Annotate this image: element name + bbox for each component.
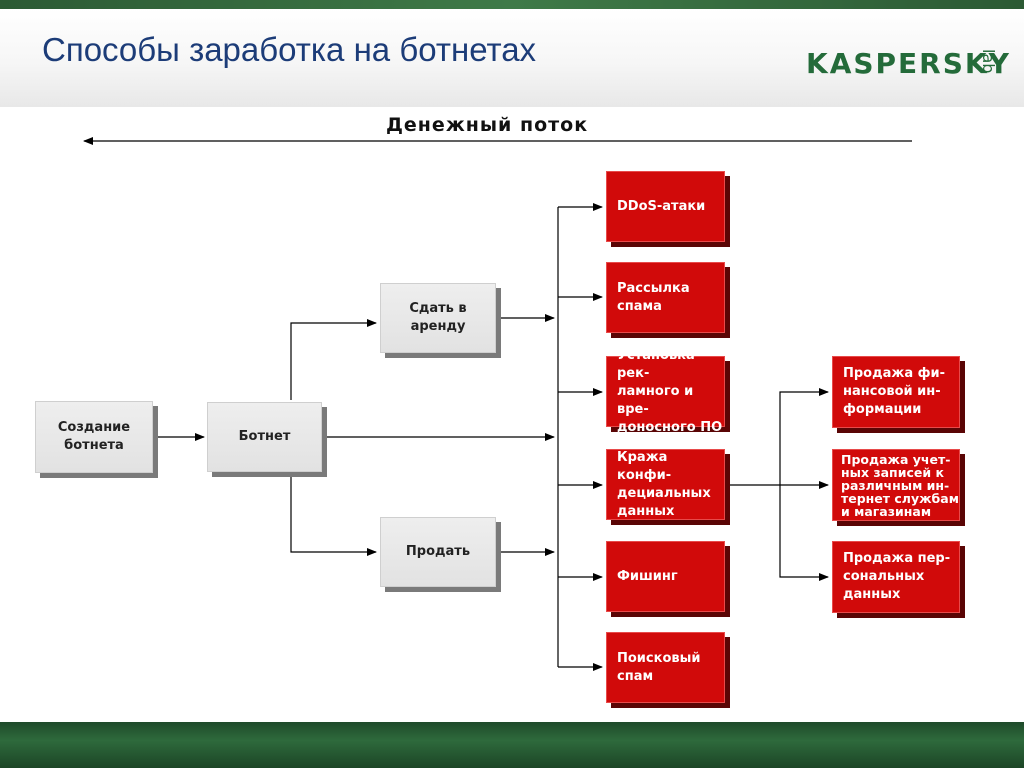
- top-accent-strip: [0, 0, 1024, 9]
- page-title: Способы заработка на ботнетах: [42, 31, 537, 68]
- node-rent: Сдать в аренду: [380, 283, 496, 353]
- node-data-theft-label: Кража конфи- дециальных данных: [617, 449, 711, 519]
- node-financial-sale: Продажа фи- нансовой ин- формации: [832, 356, 960, 428]
- node-accounts-sale: Продажа учет- ных записей к различным ин…: [832, 449, 960, 521]
- node-sell: Продать: [380, 517, 496, 587]
- arrow-theft-financial: [779, 388, 829, 485]
- node-search-spam-label: Поисковый спам: [617, 650, 701, 684]
- node-spam: Рассылка спама: [606, 262, 725, 333]
- node-financial-sale-label: Продажа фи- нансовой ин- формации: [843, 366, 946, 417]
- node-botnet: Ботнет: [207, 402, 322, 472]
- node-accounts-sale-label: Продажа учет- ных записей к различным ин…: [841, 451, 959, 519]
- arrow-botnet-rent: [290, 319, 377, 400]
- node-spam-label: Рассылка спама: [617, 280, 690, 314]
- node-create-botnet: Создание ботнета: [35, 401, 153, 473]
- node-rent-label: Сдать в аренду: [409, 301, 467, 334]
- footer-edge: [0, 716, 1024, 722]
- node-botnet-label: Ботнет: [238, 429, 291, 444]
- money-flow-label: Денежный поток: [386, 114, 589, 136]
- node-search-spam: Поисковый спам: [606, 632, 725, 703]
- node-adware: Установка рек- ламного и вре- доносного …: [606, 348, 725, 435]
- arrow-botnet-sell: [290, 475, 377, 556]
- node-ddos-label: DDoS-атаки: [617, 198, 706, 214]
- node-ddos: DDoS-атаки: [606, 171, 725, 242]
- node-sell-label: Продать: [405, 544, 471, 559]
- slide-footer: [0, 722, 1024, 768]
- node-phishing-label: Фишинг: [617, 568, 678, 584]
- logo-wordmark: KASPERSKY: [806, 47, 1011, 80]
- arrow-theft-personal: [779, 485, 829, 581]
- node-phishing: Фишинг: [606, 541, 725, 612]
- node-personal-sale-label: Продажа пер- сональных данных: [843, 551, 951, 602]
- node-data-theft: Кража конфи- дециальных данных: [606, 449, 725, 520]
- slide-header: Способы заработка на ботнетах KASPERSKY …: [0, 9, 1024, 107]
- node-personal-sale: Продажа пер- сональных данных: [832, 541, 960, 613]
- node-create-botnet-label: Создание ботнета: [57, 420, 131, 453]
- node-adware-label: Установка рек- ламного и вре- доносного …: [617, 347, 723, 435]
- kaspersky-logo: KASPERSKY lab: [806, 47, 1009, 87]
